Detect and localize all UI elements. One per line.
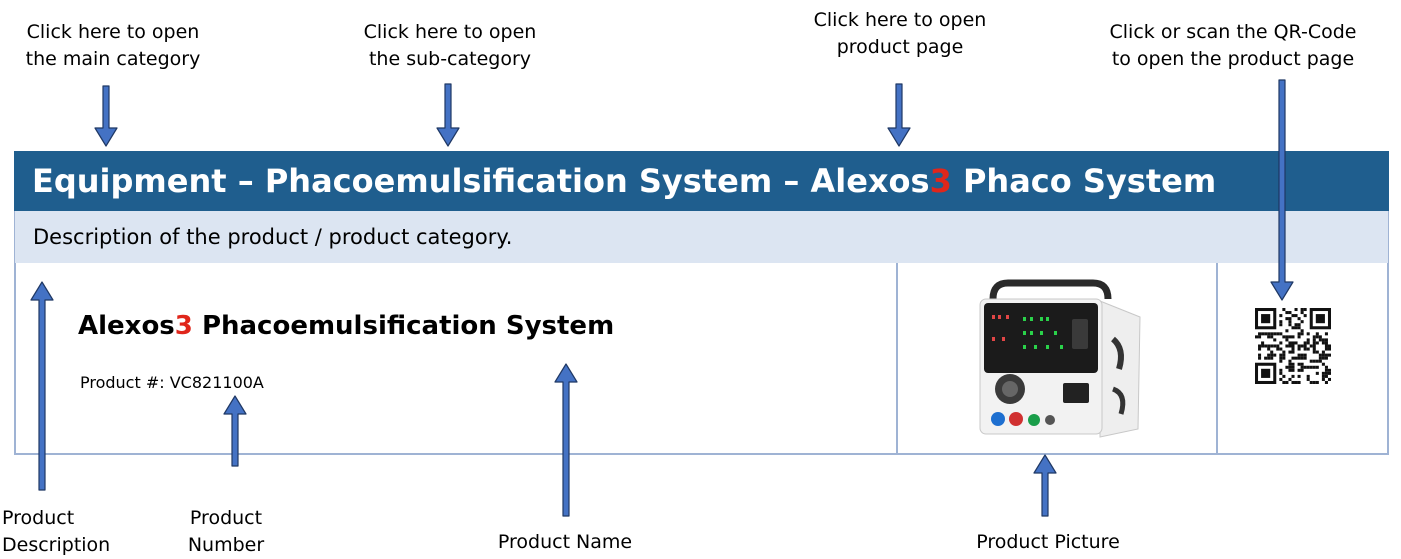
product-row: Alexos3 Phacoemulsification System Produ… bbox=[14, 263, 1389, 455]
callout-product-description: Product Description bbox=[2, 507, 111, 556]
product-page-link[interactable]: Alexos3 Phaco System bbox=[810, 162, 1217, 200]
category-header: Equipment – Phacoemulsification System –… bbox=[14, 151, 1389, 211]
product-card: Equipment – Phacoemulsification System –… bbox=[14, 151, 1389, 455]
product-name: Alexos3 Phacoemulsification System bbox=[78, 311, 615, 341]
arrow-down-icon bbox=[887, 83, 911, 147]
product-picture-cell bbox=[896, 263, 1218, 453]
callout-sub-category: Click here to open the sub-category bbox=[363, 21, 537, 70]
main-category-link[interactable]: Equipment bbox=[32, 162, 227, 200]
callout-product-picture: Product Picture bbox=[976, 531, 1120, 553]
header-separator: – bbox=[783, 162, 800, 200]
callout-product-page: Click here to open product page bbox=[813, 9, 987, 58]
callout-product-number: Product Number bbox=[187, 507, 265, 556]
phaco-machine-picture[interactable] bbox=[968, 279, 1143, 439]
header-separator: – bbox=[237, 162, 254, 200]
callout-product-name: Product Name bbox=[497, 531, 633, 553]
product-description: Description of the product / product cat… bbox=[14, 211, 1389, 263]
qr-code-icon[interactable] bbox=[1255, 308, 1331, 384]
arrow-down-icon bbox=[436, 83, 460, 147]
product-number: Product #: VC821100A bbox=[80, 373, 264, 392]
arrow-up-icon bbox=[1033, 454, 1057, 517]
product-info-cell: Alexos3 Phacoemulsification System Produ… bbox=[16, 263, 896, 453]
callout-qr-code: Click or scan the QR-Code to open the pr… bbox=[1109, 21, 1357, 70]
arrow-down-icon bbox=[94, 85, 118, 147]
callout-main-category: Click here to open the main category bbox=[25, 21, 201, 70]
qr-code-cell bbox=[1216, 263, 1391, 453]
sub-category-link[interactable]: Phacoemulsification System bbox=[264, 162, 773, 200]
